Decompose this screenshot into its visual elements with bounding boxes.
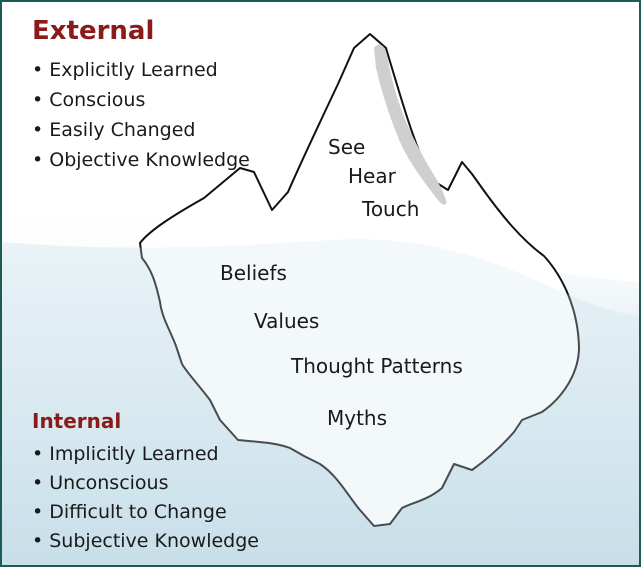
internal-list: Implicitly Learned Unconscious Difficult…: [32, 440, 259, 556]
external-heading: External: [32, 16, 155, 46]
internal-item: Subjective Knowledge: [32, 527, 259, 556]
external-list: Explicitly Learned Conscious Easily Chan…: [32, 55, 250, 175]
label-hear: Hear: [348, 164, 396, 188]
label-values: Values: [254, 309, 320, 333]
internal-item: Unconscious: [32, 469, 259, 498]
external-item: Explicitly Learned: [32, 55, 250, 85]
label-see: See: [328, 135, 366, 159]
label-beliefs: Beliefs: [220, 261, 287, 285]
internal-heading: Internal: [32, 409, 122, 433]
label-thought-patterns: Thought Patterns: [291, 354, 463, 378]
label-myths: Myths: [327, 406, 388, 430]
internal-item: Implicitly Learned: [32, 440, 259, 469]
external-item: Objective Knowledge: [32, 145, 250, 175]
external-item: Conscious: [32, 85, 250, 115]
iceberg-shadow: [374, 44, 447, 205]
iceberg-shape: [139, 33, 580, 527]
internal-item: Difficult to Change: [32, 498, 259, 527]
external-item: Easily Changed: [32, 115, 250, 145]
label-touch: Touch: [362, 197, 420, 221]
